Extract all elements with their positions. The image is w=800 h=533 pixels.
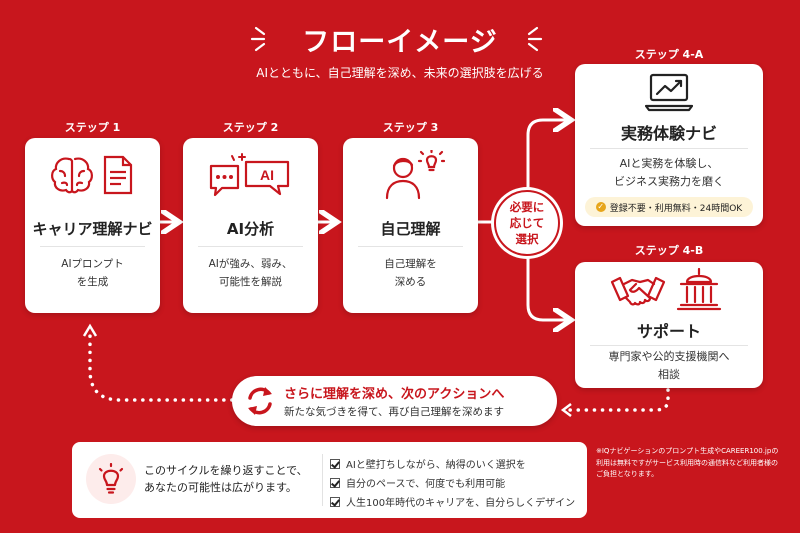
document-icon [103, 155, 133, 195]
cycle-title: さらに理解を深め、次のアクションへ [284, 387, 505, 402]
cycle-subtitle: 新たな気づきを得て、再び自己理解を深めます [284, 406, 504, 418]
step2-title: AI分析 [226, 220, 275, 238]
step4a-label: ステップ 4-A [634, 48, 704, 61]
step2-divider [198, 246, 303, 247]
lightbulb-badge [86, 454, 136, 504]
step4a-desc: AIと実務を体験し、 ビジネス実務力を磨く [614, 157, 724, 188]
handshake-icon [610, 276, 666, 306]
checkbox-icon [330, 497, 340, 507]
chat-ai-icon: AI [209, 153, 290, 197]
checkbox-icon [330, 459, 340, 469]
step4a-badge: ✓ 登録不要・利用無料・24時間OK [585, 197, 753, 217]
step4a-divider [590, 148, 748, 149]
step2-card: AI AI分析 AIが強み、弱み、 可能性を解説 [183, 138, 318, 313]
title-right-sparkle-icon [527, 26, 543, 52]
footer-check-3: 人生100年時代のキャリアを、自分らしくデザイン [330, 494, 575, 509]
footer-check-1-text: AIと壁打ちしながら、納得のいく選択を [346, 460, 526, 471]
step4b-title: サポート [636, 322, 701, 341]
person-idea-icon [385, 150, 445, 200]
refresh-icon [248, 387, 272, 415]
step2-label: ステップ 2 [222, 121, 279, 134]
step4a-title: 実務体験ナビ [620, 124, 717, 143]
step3-card: 自己理解 自己理解を 深める [343, 138, 478, 313]
step1-title: キャリア理解ナビ [32, 220, 153, 238]
step4b-label: ステップ 4-B [634, 244, 704, 257]
check-circle-icon: ✓ [595, 202, 606, 212]
title-left-sparkle-icon [250, 26, 266, 52]
cycle-pill: さらに理解を深め、次のアクションへ 新たな気づきを得て、再び自己理解を深めます [232, 376, 557, 426]
page-subtitle: AIとともに、自己理解を深め、未来の選択肢を広げる [256, 66, 544, 80]
step1-divider [40, 246, 145, 247]
footer-check-2-text: 自分のペースで、何度でも利用可能 [346, 479, 506, 490]
step3-title: 自己理解 [380, 220, 441, 238]
footer-box: このサイクルを繰り返すことで、 あなたの可能性は広がります。 AIと壁打ちしなが… [72, 442, 587, 518]
checkbox-icon [330, 478, 340, 488]
branch-circle-text: 必要に 応じて 選択 [509, 200, 545, 246]
step1-card: キャリア理解ナビ AIプロンプト を生成 [25, 138, 160, 313]
laptop-chart-icon [645, 73, 693, 112]
step1-label: ステップ 1 [64, 121, 121, 134]
step3-divider [358, 246, 463, 247]
footer-check-2: 自分のペースで、何度でも利用可能 [330, 475, 505, 490]
brain-icon [51, 157, 93, 194]
step4b-card: サポート 専門家や公的支援機関へ 相談 [575, 262, 763, 388]
page-title: フローイメージ [302, 27, 498, 58]
step4b-desc: 専門家や公的支援機関へ 相談 [608, 350, 730, 381]
footer-lead: このサイクルを繰り返すことで、 あなたの可能性は広がります。 [144, 464, 308, 494]
step3-label: ステップ 3 [382, 121, 439, 134]
svg-text:AI: AI [260, 167, 274, 183]
footer-divider [322, 454, 323, 506]
lightbulb-icon [98, 463, 124, 494]
step3-desc: 自己理解を 深める [384, 258, 437, 288]
step4a-badge-text: 登録不要・利用無料・24時間OK [609, 203, 743, 214]
footer-check-1: AIと壁打ちしながら、納得のいく選択を [330, 456, 526, 471]
step2-desc: AIが強み、弱み、 可能性を解説 [208, 258, 293, 288]
footer-note: ※IQナビゲーションのプロンプト生成やCAREER100.jpの 利用は無料です… [596, 447, 779, 478]
branch-circle: 必要に 応じて 選択 [494, 190, 560, 256]
step4b-divider [590, 345, 748, 346]
institution-icon [676, 268, 722, 311]
step1-desc: AIプロンプト を生成 [61, 258, 124, 288]
footer-check-3-text: 人生100年時代のキャリアを、自分らしくデザイン [346, 498, 576, 509]
step4a-card: 実務体験ナビ AIと実務を体験し、 ビジネス実務力を磨く ✓ 登録不要・利用無料… [575, 64, 763, 226]
